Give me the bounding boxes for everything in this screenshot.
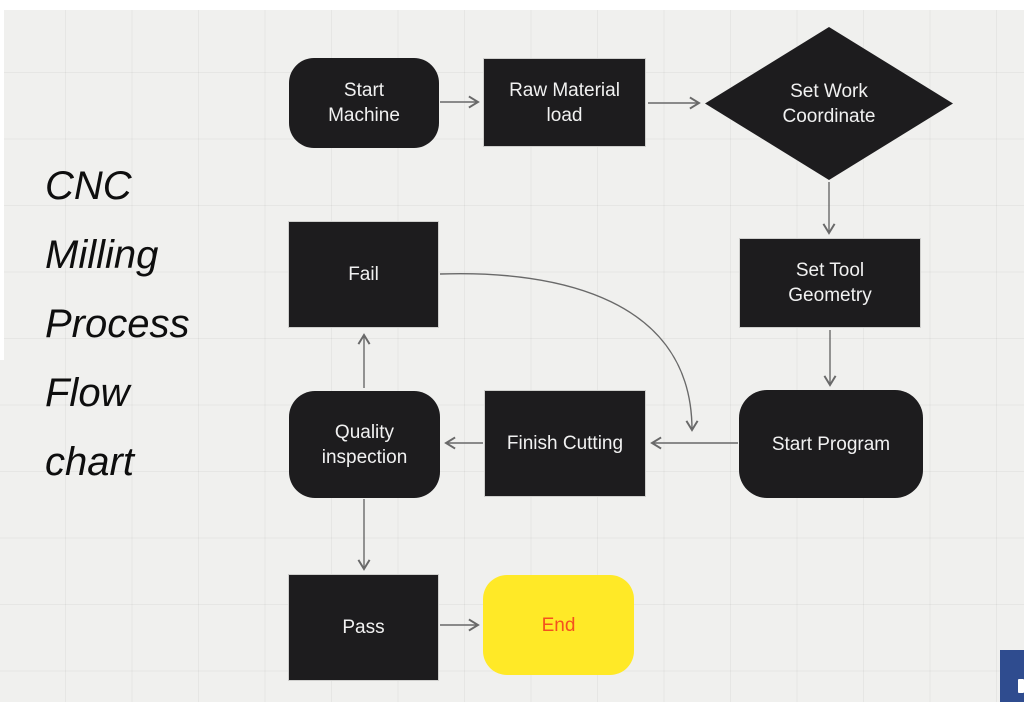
node-start-machine-label: Start Machine bbox=[328, 80, 400, 126]
node-set-work-coordinate[interactable]: Set Work Coordinate bbox=[705, 27, 953, 180]
node-pass-label: Pass bbox=[342, 617, 385, 638]
board-title-line-2: Milling bbox=[45, 233, 159, 277]
board-title-line-5: chart bbox=[45, 440, 134, 484]
canvas-left-margin bbox=[0, 0, 4, 360]
board-title-line-1: CNC bbox=[45, 164, 132, 208]
node-start-program-label: Start Program bbox=[771, 433, 891, 455]
node-quality-inspection-label: Quality inspection bbox=[321, 421, 408, 468]
node-fail-label: Fail bbox=[348, 264, 379, 285]
board-title-line-3: Process bbox=[45, 302, 190, 346]
node-raw-material-load-label: Raw Material load bbox=[509, 79, 620, 126]
node-raw-material-load[interactable]: Raw Material load bbox=[483, 58, 646, 147]
node-end-label: End bbox=[541, 614, 576, 636]
corner-logo-square bbox=[1000, 650, 1024, 702]
node-pass[interactable]: Pass bbox=[288, 574, 439, 681]
node-start-program[interactable]: Start Program bbox=[739, 390, 923, 498]
node-fail[interactable]: Fail bbox=[288, 221, 439, 328]
node-finish-cutting[interactable]: Finish Cutting bbox=[484, 390, 646, 497]
node-finish-cutting-label: Finish Cutting bbox=[506, 433, 624, 454]
canvas-top-margin bbox=[0, 0, 1024, 10]
node-set-work-coordinate-label: Set Work Coordinate bbox=[782, 80, 876, 127]
node-start-machine[interactable]: Start Machine bbox=[289, 58, 439, 148]
board-title: CNC Milling Process Flow chart bbox=[45, 152, 190, 497]
node-end[interactable]: End bbox=[483, 575, 634, 675]
node-quality-inspection[interactable]: Quality inspection bbox=[289, 391, 440, 498]
board-title-line-4: Flow bbox=[45, 371, 130, 415]
node-set-tool-geometry-label: Set Tool Geometry bbox=[788, 260, 872, 306]
corner-logo-glyph-fragment bbox=[1018, 679, 1024, 693]
node-set-tool-geometry[interactable]: Set Tool Geometry bbox=[739, 238, 921, 328]
